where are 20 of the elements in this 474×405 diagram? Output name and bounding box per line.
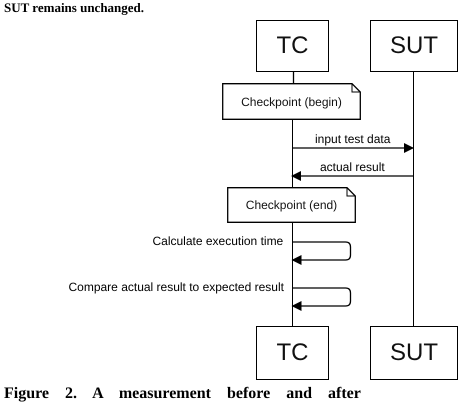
message-label: actual result — [319, 160, 386, 174]
message-arrow — [291, 171, 413, 181]
body-text: SUT remains unchanged. — [4, 0, 144, 16]
self-message-arrow — [292, 241, 352, 265]
self-message-arrow — [292, 287, 352, 311]
note-box: Checkpoint (end) — [227, 187, 356, 223]
lifeline-head-box: SUT — [370, 20, 458, 72]
note-box: Checkpoint (begin) — [222, 83, 361, 120]
lifeline — [290, 223, 294, 326]
lifeline — [411, 72, 415, 326]
lifeline-head-box: TC — [256, 326, 329, 380]
lifeline — [292, 72, 294, 83]
message-label: input test data — [314, 132, 392, 146]
lifeline-head-box: SUT — [370, 326, 458, 380]
message-arrow — [292, 143, 414, 153]
figure-caption: Figure 2. A measurement before and after — [4, 385, 361, 403]
lifeline — [290, 120, 294, 187]
lifeline-head-box: TC — [256, 20, 329, 72]
message-label: Calculate execution time — [152, 234, 284, 248]
message-label: Compare actual result to expected result — [68, 280, 285, 294]
